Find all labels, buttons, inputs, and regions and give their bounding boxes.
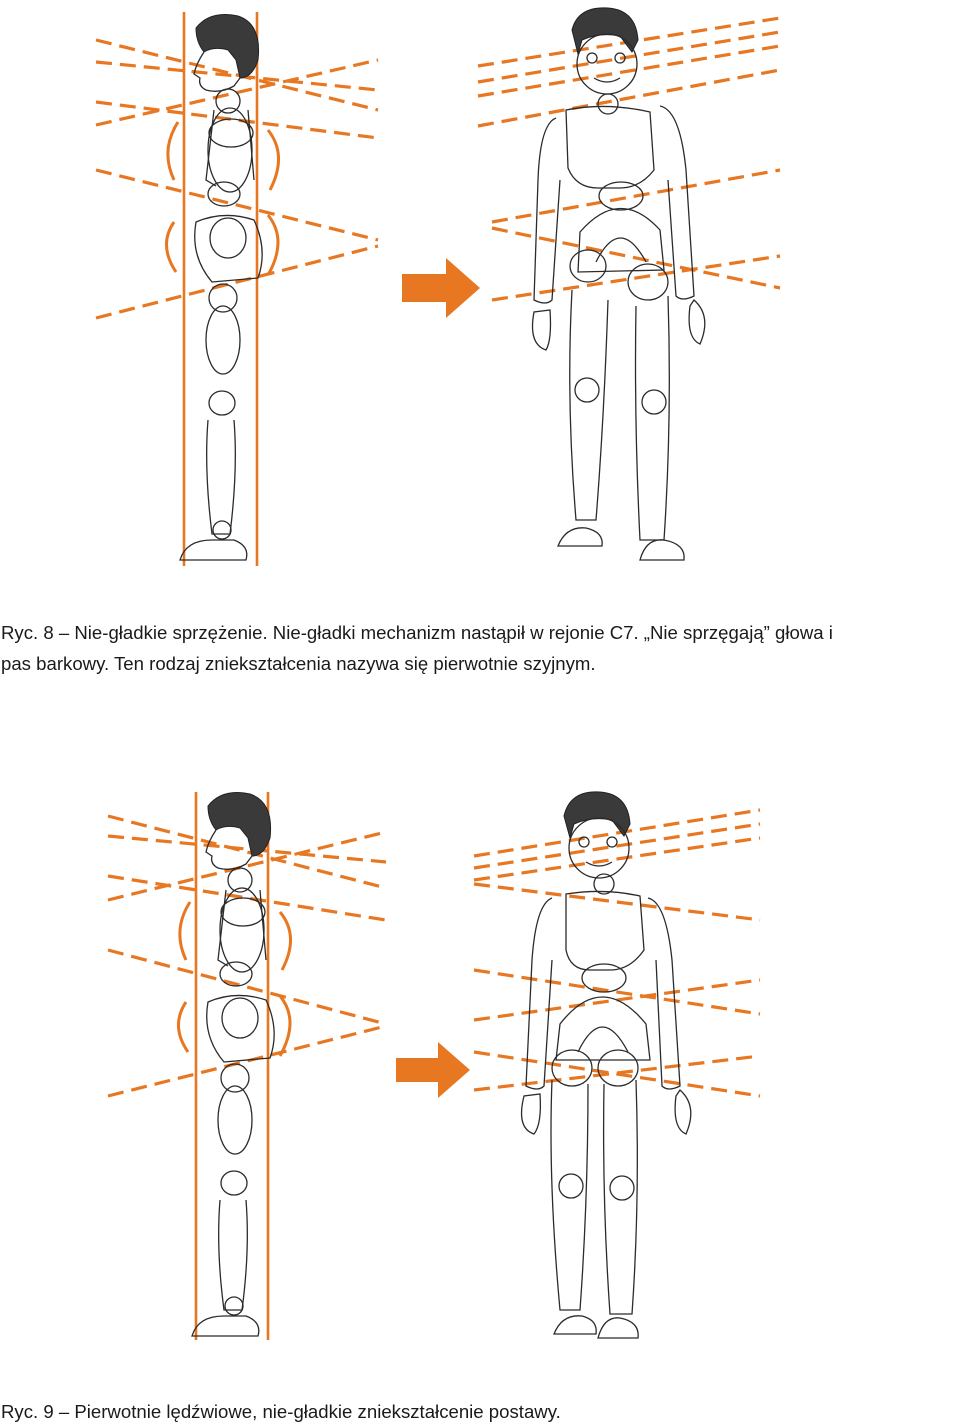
figure-ryc-8-illustration [95, 7, 781, 566]
figure-ryc-8 [0, 0, 960, 580]
side-view-dashed-lines [95, 38, 379, 320]
front-view-dashed-lines [477, 16, 781, 302]
side-view-curvature-arrows [177, 901, 292, 1057]
caption-line-1: Ryc. 8 – Nie-gładkie sprzężenie. Nie-gła… [1, 622, 833, 643]
side-view-vertical-guides [194, 792, 270, 1340]
side-view-vertical-guides [182, 12, 259, 566]
figure-ryc-8-caption: Ryc. 8 – Nie-gładkie sprzężenie. Nie-gła… [1, 617, 959, 679]
figure-ryc-9 [0, 780, 960, 1350]
front-view-dashed-lines [473, 808, 761, 1098]
figure-ryc-9-illustration [107, 791, 761, 1340]
right-arrow-icon [396, 1042, 470, 1098]
front-view-figure [520, 791, 692, 1339]
side-view-curvature-arrows [165, 121, 280, 276]
caption-line-1: Ryc. 9 – Pierwotnie lędźwiowe, nie-gładk… [1, 1401, 561, 1422]
front-view-figure [531, 7, 706, 561]
side-view-figure [179, 14, 263, 561]
right-arrow-icon [402, 258, 480, 318]
caption-line-2: pas barkowy. Ten rodzaj zniekształcenia … [1, 653, 596, 674]
side-view-figure [191, 792, 275, 1337]
figure-ryc-9-caption: Ryc. 9 – Pierwotnie lędźwiowe, nie-gładk… [1, 1396, 959, 1427]
side-view-dashed-lines [107, 814, 387, 1098]
